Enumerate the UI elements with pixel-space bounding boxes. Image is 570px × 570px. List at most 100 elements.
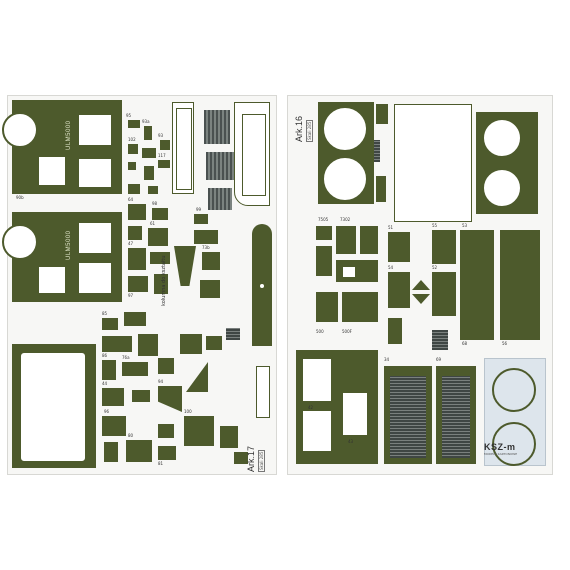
- part-low-6: [122, 362, 148, 376]
- part-mid-8: [150, 252, 170, 264]
- part-small-7: [160, 140, 170, 150]
- grille-lower: [208, 188, 232, 210]
- part-stripes: [226, 328, 240, 340]
- window-lower-2: [78, 262, 112, 294]
- part-mid-6: [194, 230, 218, 244]
- part-small-9: [128, 184, 140, 194]
- part-number: 69: [436, 357, 442, 362]
- grille-upper: [204, 110, 230, 144]
- part-bottom-4: [158, 424, 174, 438]
- part-mid-9: [174, 246, 196, 286]
- part-number: 100: [184, 409, 192, 414]
- part-small-1: [128, 120, 140, 128]
- part-grid-2: [336, 226, 356, 254]
- part-small-2: [144, 126, 152, 140]
- part-mid-5: [148, 228, 168, 246]
- brand-logo-sub: MODELE KARTONOWE: [484, 452, 518, 456]
- part-small-10: [148, 186, 158, 194]
- part-low-2: [124, 312, 146, 326]
- part-mid-4: [128, 226, 142, 240]
- part-col-1: [432, 230, 456, 264]
- part-fender-long-hole: [258, 282, 266, 290]
- part-number: 96: [104, 409, 110, 414]
- part-number: 85: [102, 311, 108, 316]
- part-number: 86: [102, 353, 108, 358]
- part-mid-13: [200, 280, 220, 298]
- part-number: 42: [308, 405, 314, 410]
- part-small-6: [144, 166, 154, 180]
- part-bottom-8: [234, 452, 248, 464]
- part-grid-4: [316, 246, 332, 276]
- part-wheel-2: [322, 156, 368, 202]
- part-col-2: [432, 272, 456, 316]
- part-number: 68: [462, 341, 468, 346]
- part-roof-panel: [394, 104, 472, 222]
- part-wheel-1: [322, 106, 368, 152]
- part-number: 94: [158, 379, 164, 384]
- wheel-arch-upper: [2, 112, 38, 148]
- part-number: 61: [150, 221, 156, 226]
- part-number: 98: [152, 201, 158, 206]
- part-ring-outline-2: [492, 422, 536, 466]
- part-low-5: [102, 360, 116, 380]
- panel-lower-1: [38, 266, 66, 294]
- part-small-8: [158, 160, 170, 168]
- part-number: 55: [432, 223, 438, 228]
- part-mid-7: [128, 248, 146, 270]
- part-number: 500: [316, 329, 324, 334]
- part-low-3: [102, 336, 132, 352]
- part-number: 43: [348, 439, 354, 444]
- part-strip-b: [376, 176, 386, 202]
- part-mid-1: [128, 204, 146, 220]
- part-grid-10: [388, 318, 402, 344]
- sheet-right-code: Skali 285: [306, 119, 313, 142]
- part-small-3: [128, 144, 138, 154]
- part-narrow-window: [256, 366, 270, 418]
- part-col-4: [500, 230, 540, 340]
- part-low-8: [180, 334, 202, 354]
- part-grid-6: [316, 292, 338, 322]
- part-mid-10: [202, 252, 220, 270]
- part-number: 73b: [202, 245, 210, 250]
- part-number: 44: [102, 381, 108, 386]
- wheel-arch-lower: [2, 224, 38, 260]
- part-low-12: [158, 386, 182, 412]
- part-number: 54: [388, 265, 394, 270]
- part-number: 47: [128, 241, 134, 246]
- sheet-right-title: Ark.16: [294, 115, 304, 142]
- part-small-5: [128, 162, 136, 170]
- part-col-3: [460, 230, 494, 340]
- part-grid-7: [342, 292, 378, 322]
- part-bottom-3: [126, 440, 152, 462]
- part-grille-1: [390, 376, 426, 458]
- part-number: 500F: [342, 329, 352, 334]
- window-upper-1: [78, 114, 112, 146]
- part-grid-8: [388, 232, 410, 262]
- part-bottom-1: [102, 416, 126, 436]
- part-number: 90b: [16, 195, 24, 200]
- part-number: 7505: [318, 217, 329, 222]
- part-mid-3: [194, 214, 208, 224]
- part-tall-strip-inner: [176, 108, 192, 190]
- part-number: 7302: [340, 217, 351, 222]
- sheet-left-title: Ark.17: [246, 445, 256, 472]
- part-low-11: [132, 390, 150, 402]
- part-bottom-5: [184, 416, 214, 446]
- part-number: 34: [384, 357, 390, 362]
- part-number: 56: [502, 341, 508, 346]
- part-number: 93a: [142, 119, 150, 124]
- brand-logo: KSZ-m MODELE KARTONOWE: [484, 442, 524, 460]
- part-number: 80: [128, 433, 134, 438]
- part-tri-2: [412, 294, 430, 304]
- sheet-right: Ark.16 Skali 285 KSZ-m MODELE: [288, 96, 552, 474]
- part-low-7: [158, 358, 174, 374]
- part-low-9: [206, 336, 222, 350]
- panel-upper-1: [38, 156, 66, 186]
- part-bottom-2: [104, 442, 118, 462]
- part-wheel-band: [374, 140, 380, 162]
- part-ring-outline-1: [492, 368, 536, 412]
- part-mid-11: [128, 276, 148, 292]
- parts-note: kolumna do kształtu: [161, 255, 167, 306]
- part-ring-1: [482, 118, 522, 158]
- part-door-window-3: [342, 392, 368, 436]
